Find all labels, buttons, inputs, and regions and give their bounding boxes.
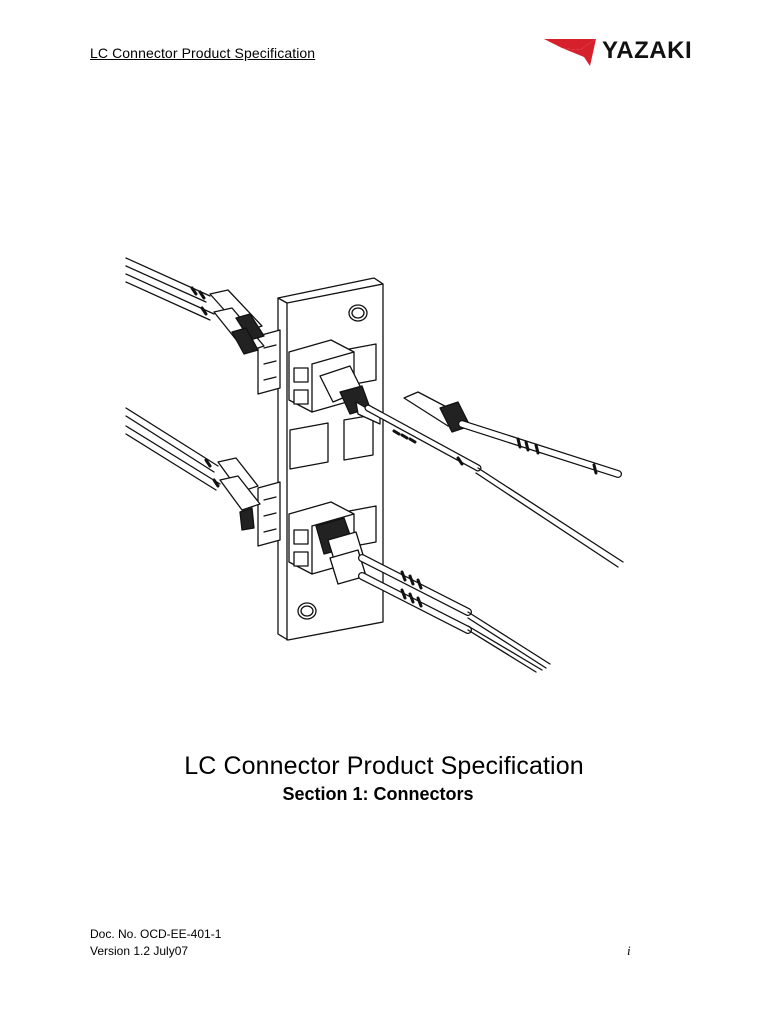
lower-adapter-rear bbox=[257, 481, 281, 547]
yazaki-logo: YAZAKI bbox=[544, 36, 724, 72]
lower-plugged-connectors bbox=[315, 517, 551, 673]
logo-text: YAZAKI bbox=[602, 37, 693, 64]
document-title: LC Connector Product Specification bbox=[184, 752, 584, 780]
upper-plugged-connector bbox=[319, 365, 624, 568]
document-subtitle: Section 1: Connectors bbox=[282, 784, 474, 804]
footer-version: Version 1.2 July07 bbox=[90, 944, 189, 958]
lc-connector-illustration bbox=[125, 257, 624, 673]
lower-left-connectors bbox=[125, 407, 261, 531]
upper-left-connectors bbox=[125, 257, 265, 355]
header-title: LC Connector Product Specification bbox=[90, 45, 316, 61]
logo-mark-icon bbox=[544, 39, 596, 66]
footer-doc-number: Doc. No. OCD-EE-401-1 bbox=[90, 927, 222, 941]
loose-lc-connector bbox=[403, 391, 622, 478]
upper-adapter-rear bbox=[257, 329, 281, 395]
page-number: i bbox=[627, 943, 631, 958]
adapter-panel bbox=[277, 277, 384, 641]
